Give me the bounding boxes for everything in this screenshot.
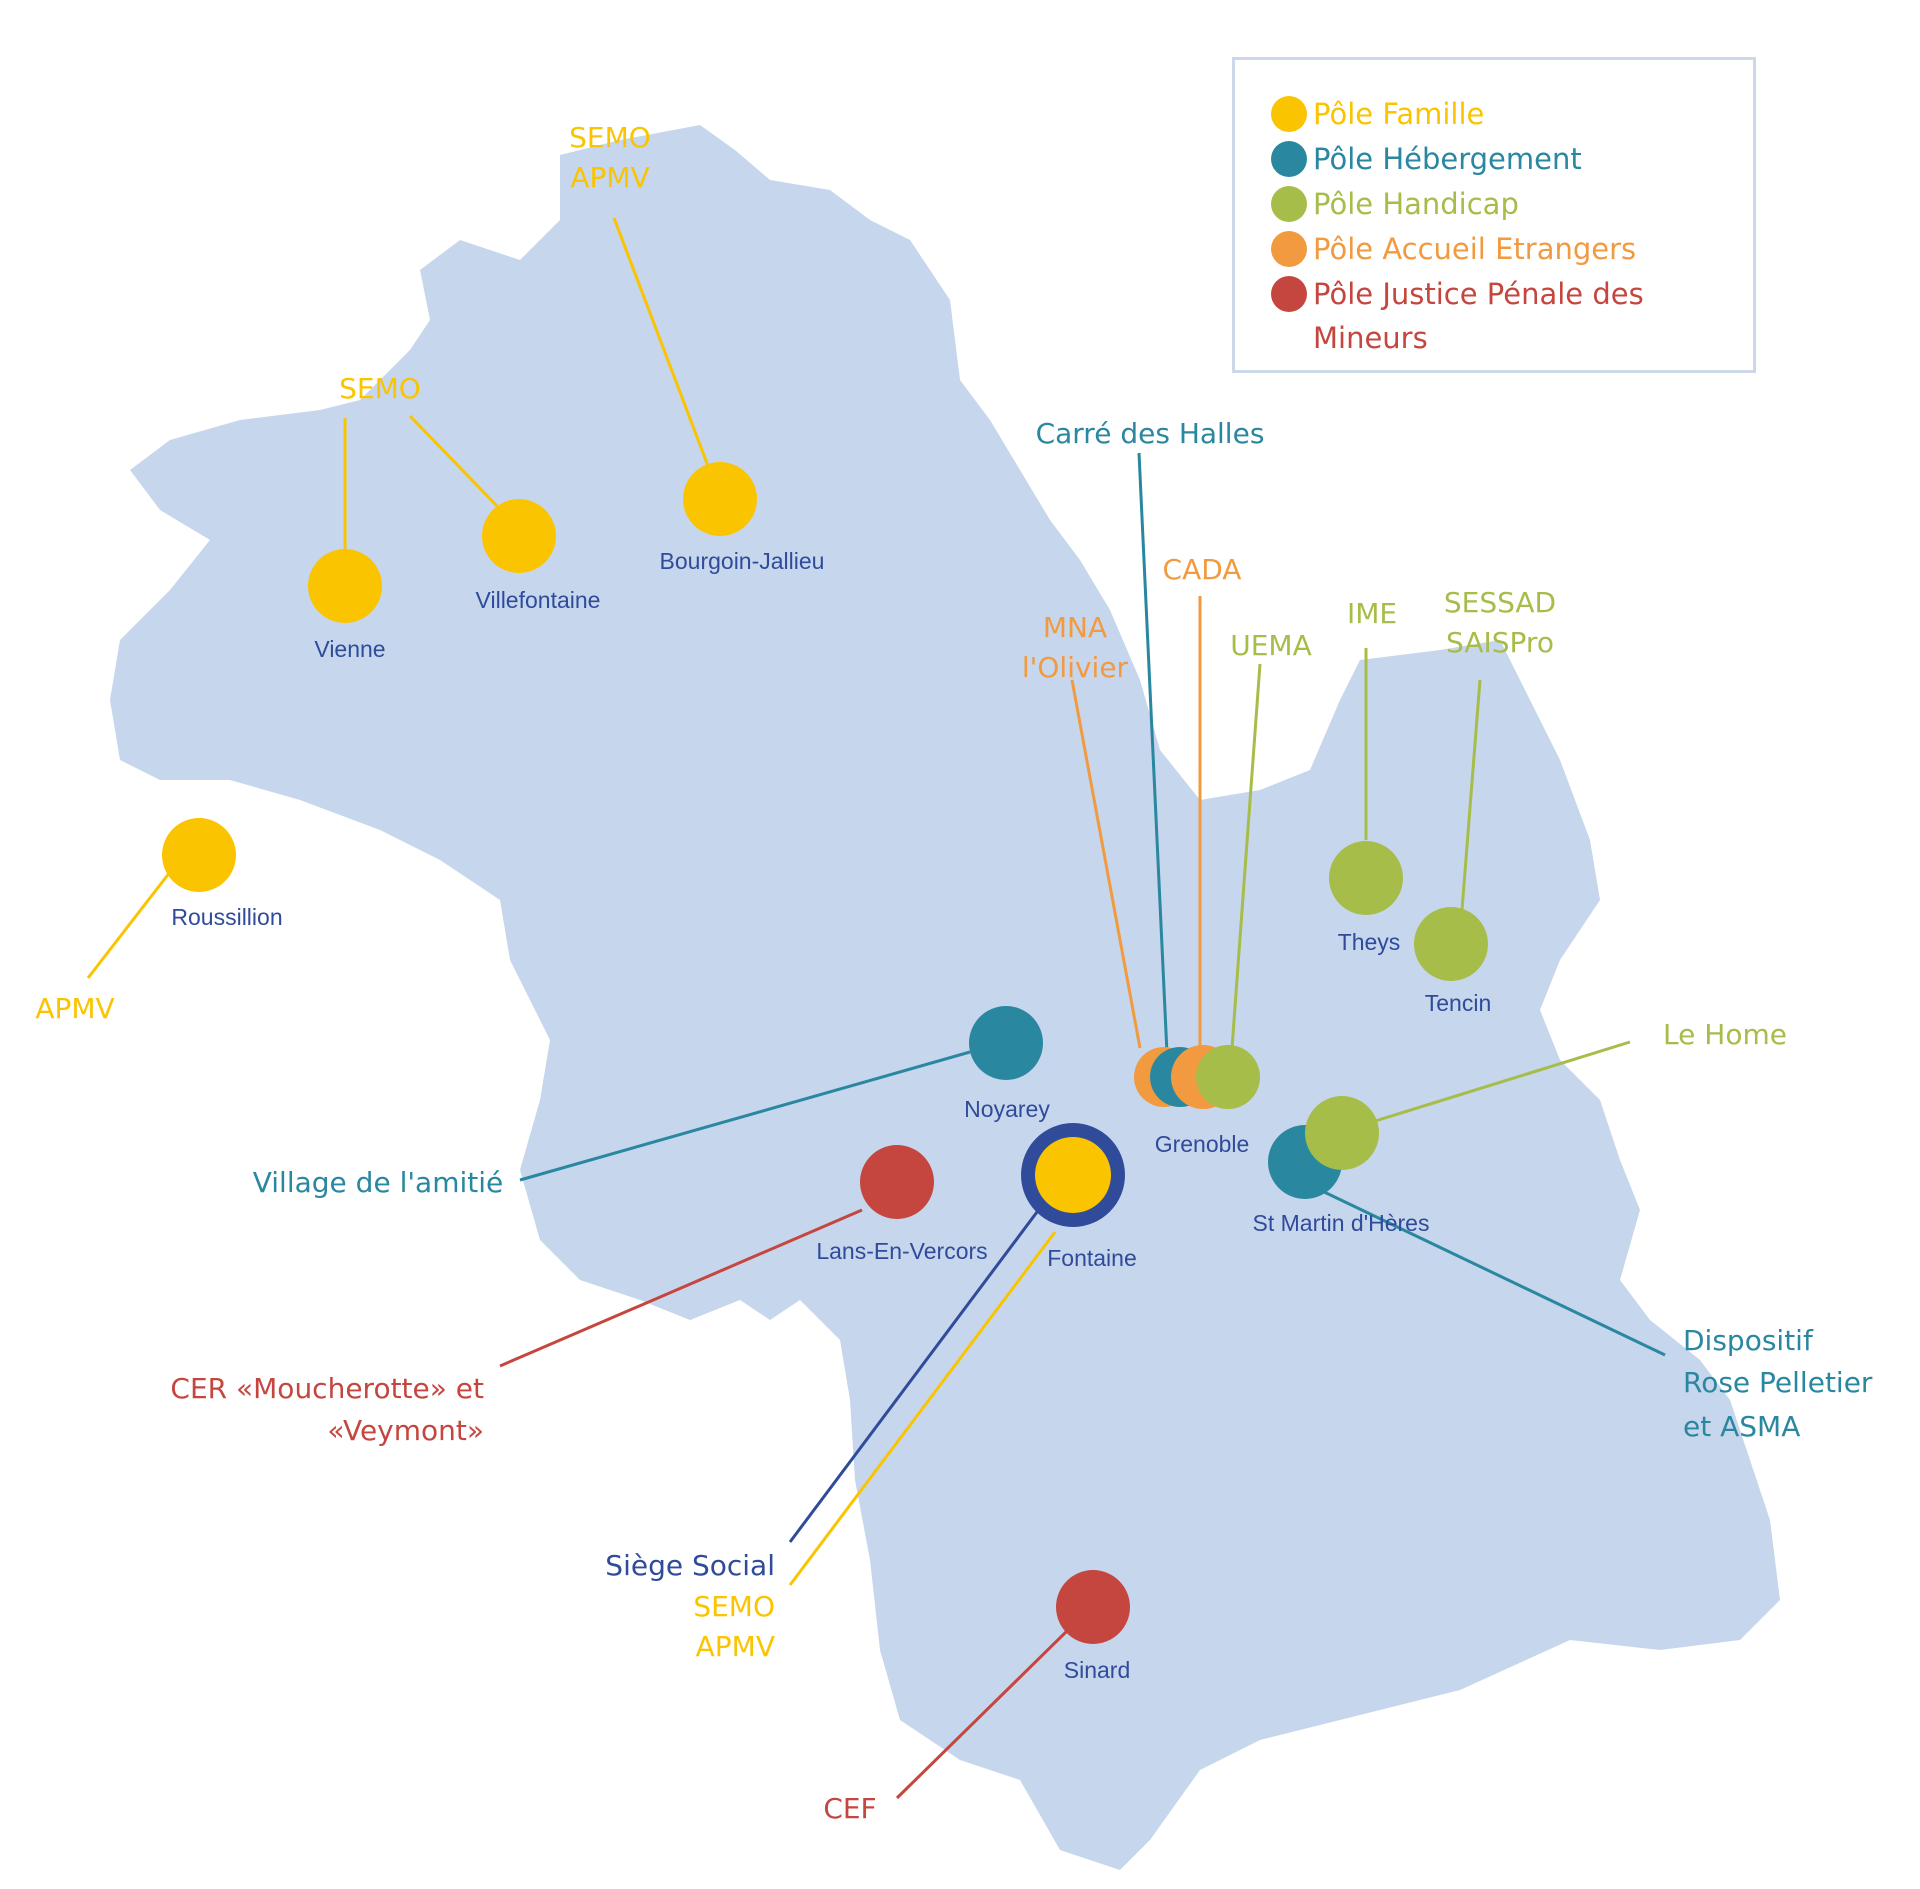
marker-villefontaine[interactable]	[482, 499, 556, 573]
legend-label-etrangers: Pôle Accueil Etrangers	[1313, 232, 1637, 266]
marker-bourgoin[interactable]	[683, 462, 757, 536]
label-semo-vienne: SEMO	[339, 372, 421, 405]
city-grenoble: Grenoble	[1155, 1131, 1250, 1157]
legend-dot-justice	[1271, 276, 1307, 312]
line-carre-des-halles	[1137, 452, 1170, 1076]
marker-lans[interactable]	[860, 1145, 934, 1219]
legend-item-famille: Pôle Famille	[1271, 92, 1713, 136]
marker-roussillion[interactable]	[162, 818, 236, 892]
marker-sinard[interactable]	[1056, 1570, 1130, 1644]
marker-st-martin-handicap[interactable]	[1305, 1096, 1379, 1170]
legend-dot-handicap	[1271, 186, 1307, 222]
label-cer-line2: «Veymont»	[327, 1414, 484, 1447]
line-siege	[788, 1207, 1042, 1543]
city-st-martin: St Martin d'Hères	[1253, 1210, 1430, 1236]
line-village	[519, 1050, 971, 1182]
label-ime: IME	[1347, 597, 1397, 630]
legend-dot-famille	[1271, 96, 1307, 132]
legend-label-handicap: Pôle Handicap	[1313, 187, 1519, 221]
city-tencin: Tencin	[1425, 990, 1491, 1016]
service-labels: SEMO APMV SEMO APMV Carré des Halles CAD…	[35, 121, 1873, 1825]
label-cer-line1: CER «Moucherotte» et	[170, 1372, 484, 1405]
legend: Pôle Famille Pôle Hébergement Pôle Handi…	[1232, 57, 1756, 373]
label-mna-line2: l'Olivier	[1022, 651, 1129, 684]
legend-label-famille: Pôle Famille	[1313, 97, 1485, 131]
label-dispositif-line3: et ASMA	[1683, 1410, 1800, 1443]
label-cada: CADA	[1163, 553, 1242, 586]
line-apmv-roussillion	[86, 871, 172, 979]
label-apmv-bourgoin: APMV	[570, 161, 649, 194]
legend-dot-hebergement	[1271, 141, 1307, 177]
marker-grenoble-uema[interactable]	[1196, 1045, 1260, 1109]
legend-label-justice: Pôle Justice Pénale des Mineurs	[1313, 277, 1644, 355]
line-semo-villefontaine	[408, 414, 499, 508]
marker-vienne[interactable]	[308, 549, 382, 623]
city-fontaine: Fontaine	[1047, 1245, 1137, 1271]
legend-item-hebergement: Pôle Hébergement	[1271, 137, 1713, 181]
marker-fontaine[interactable]	[1035, 1137, 1111, 1213]
legend-label-hebergement: Pôle Hébergement	[1313, 142, 1582, 176]
label-mna-line1: MNA	[1043, 611, 1107, 644]
marker-noyarey[interactable]	[969, 1006, 1043, 1080]
label-dispositif-line2: Rose Pelletier	[1683, 1366, 1873, 1399]
label-apmv-roussillion: APMV	[35, 992, 114, 1025]
label-le-home: Le Home	[1663, 1018, 1787, 1051]
marker-tencin[interactable]	[1414, 907, 1488, 981]
line-semo-apmv-bourgoin	[612, 217, 710, 467]
legend-item-justice: Pôle Justice Pénale des Mineurs	[1271, 272, 1713, 360]
line-uema	[1230, 663, 1262, 1049]
line-sessad	[1460, 679, 1482, 911]
leader-lines	[86, 217, 1666, 1800]
label-siege: Siège Social	[605, 1549, 775, 1582]
city-lans: Lans-En-Vercors	[816, 1238, 987, 1264]
city-labels: Bourgoin-Jallieu Villefontaine Vienne Ro…	[171, 548, 1491, 1683]
city-noyarey: Noyarey	[964, 1096, 1050, 1122]
legend-item-handicap: Pôle Handicap	[1271, 182, 1713, 226]
legend-item-etrangers: Pôle Accueil Etrangers	[1271, 227, 1713, 271]
marker-theys[interactable]	[1329, 841, 1403, 915]
legend-dot-etrangers	[1271, 231, 1307, 267]
label-village: Village de l'amitié	[253, 1166, 504, 1199]
line-le-home	[1371, 1040, 1631, 1124]
city-theys: Theys	[1338, 929, 1401, 955]
city-sinard: Sinard	[1064, 1657, 1130, 1683]
label-uema: UEMA	[1230, 629, 1312, 662]
city-villefontaine: Villefontaine	[476, 587, 601, 613]
city-bourgoin: Bourgoin-Jallieu	[660, 548, 825, 574]
label-semo-fontaine: SEMO	[693, 1590, 775, 1623]
markers	[162, 462, 1488, 1644]
city-vienne: Vienne	[314, 636, 385, 662]
label-dispositif-line1: Dispositif	[1683, 1324, 1814, 1357]
city-roussillion: Roussillion	[171, 904, 282, 930]
label-semo-bourgoin: SEMO	[569, 121, 651, 154]
label-sessad-line2: SAISPro	[1446, 626, 1554, 659]
label-sessad-line1: SESSAD	[1444, 586, 1556, 619]
label-cef: CEF	[823, 1792, 876, 1825]
line-cer	[499, 1208, 863, 1368]
line-cef	[895, 1628, 1070, 1800]
label-apmv-fontaine: APMV	[696, 1630, 775, 1663]
label-carre-des-halles: Carré des Halles	[1036, 417, 1265, 450]
line-mna	[1070, 679, 1142, 1049]
line-semo-apmv-fontaine	[788, 1231, 1057, 1586]
line-dispositif	[1319, 1188, 1666, 1357]
